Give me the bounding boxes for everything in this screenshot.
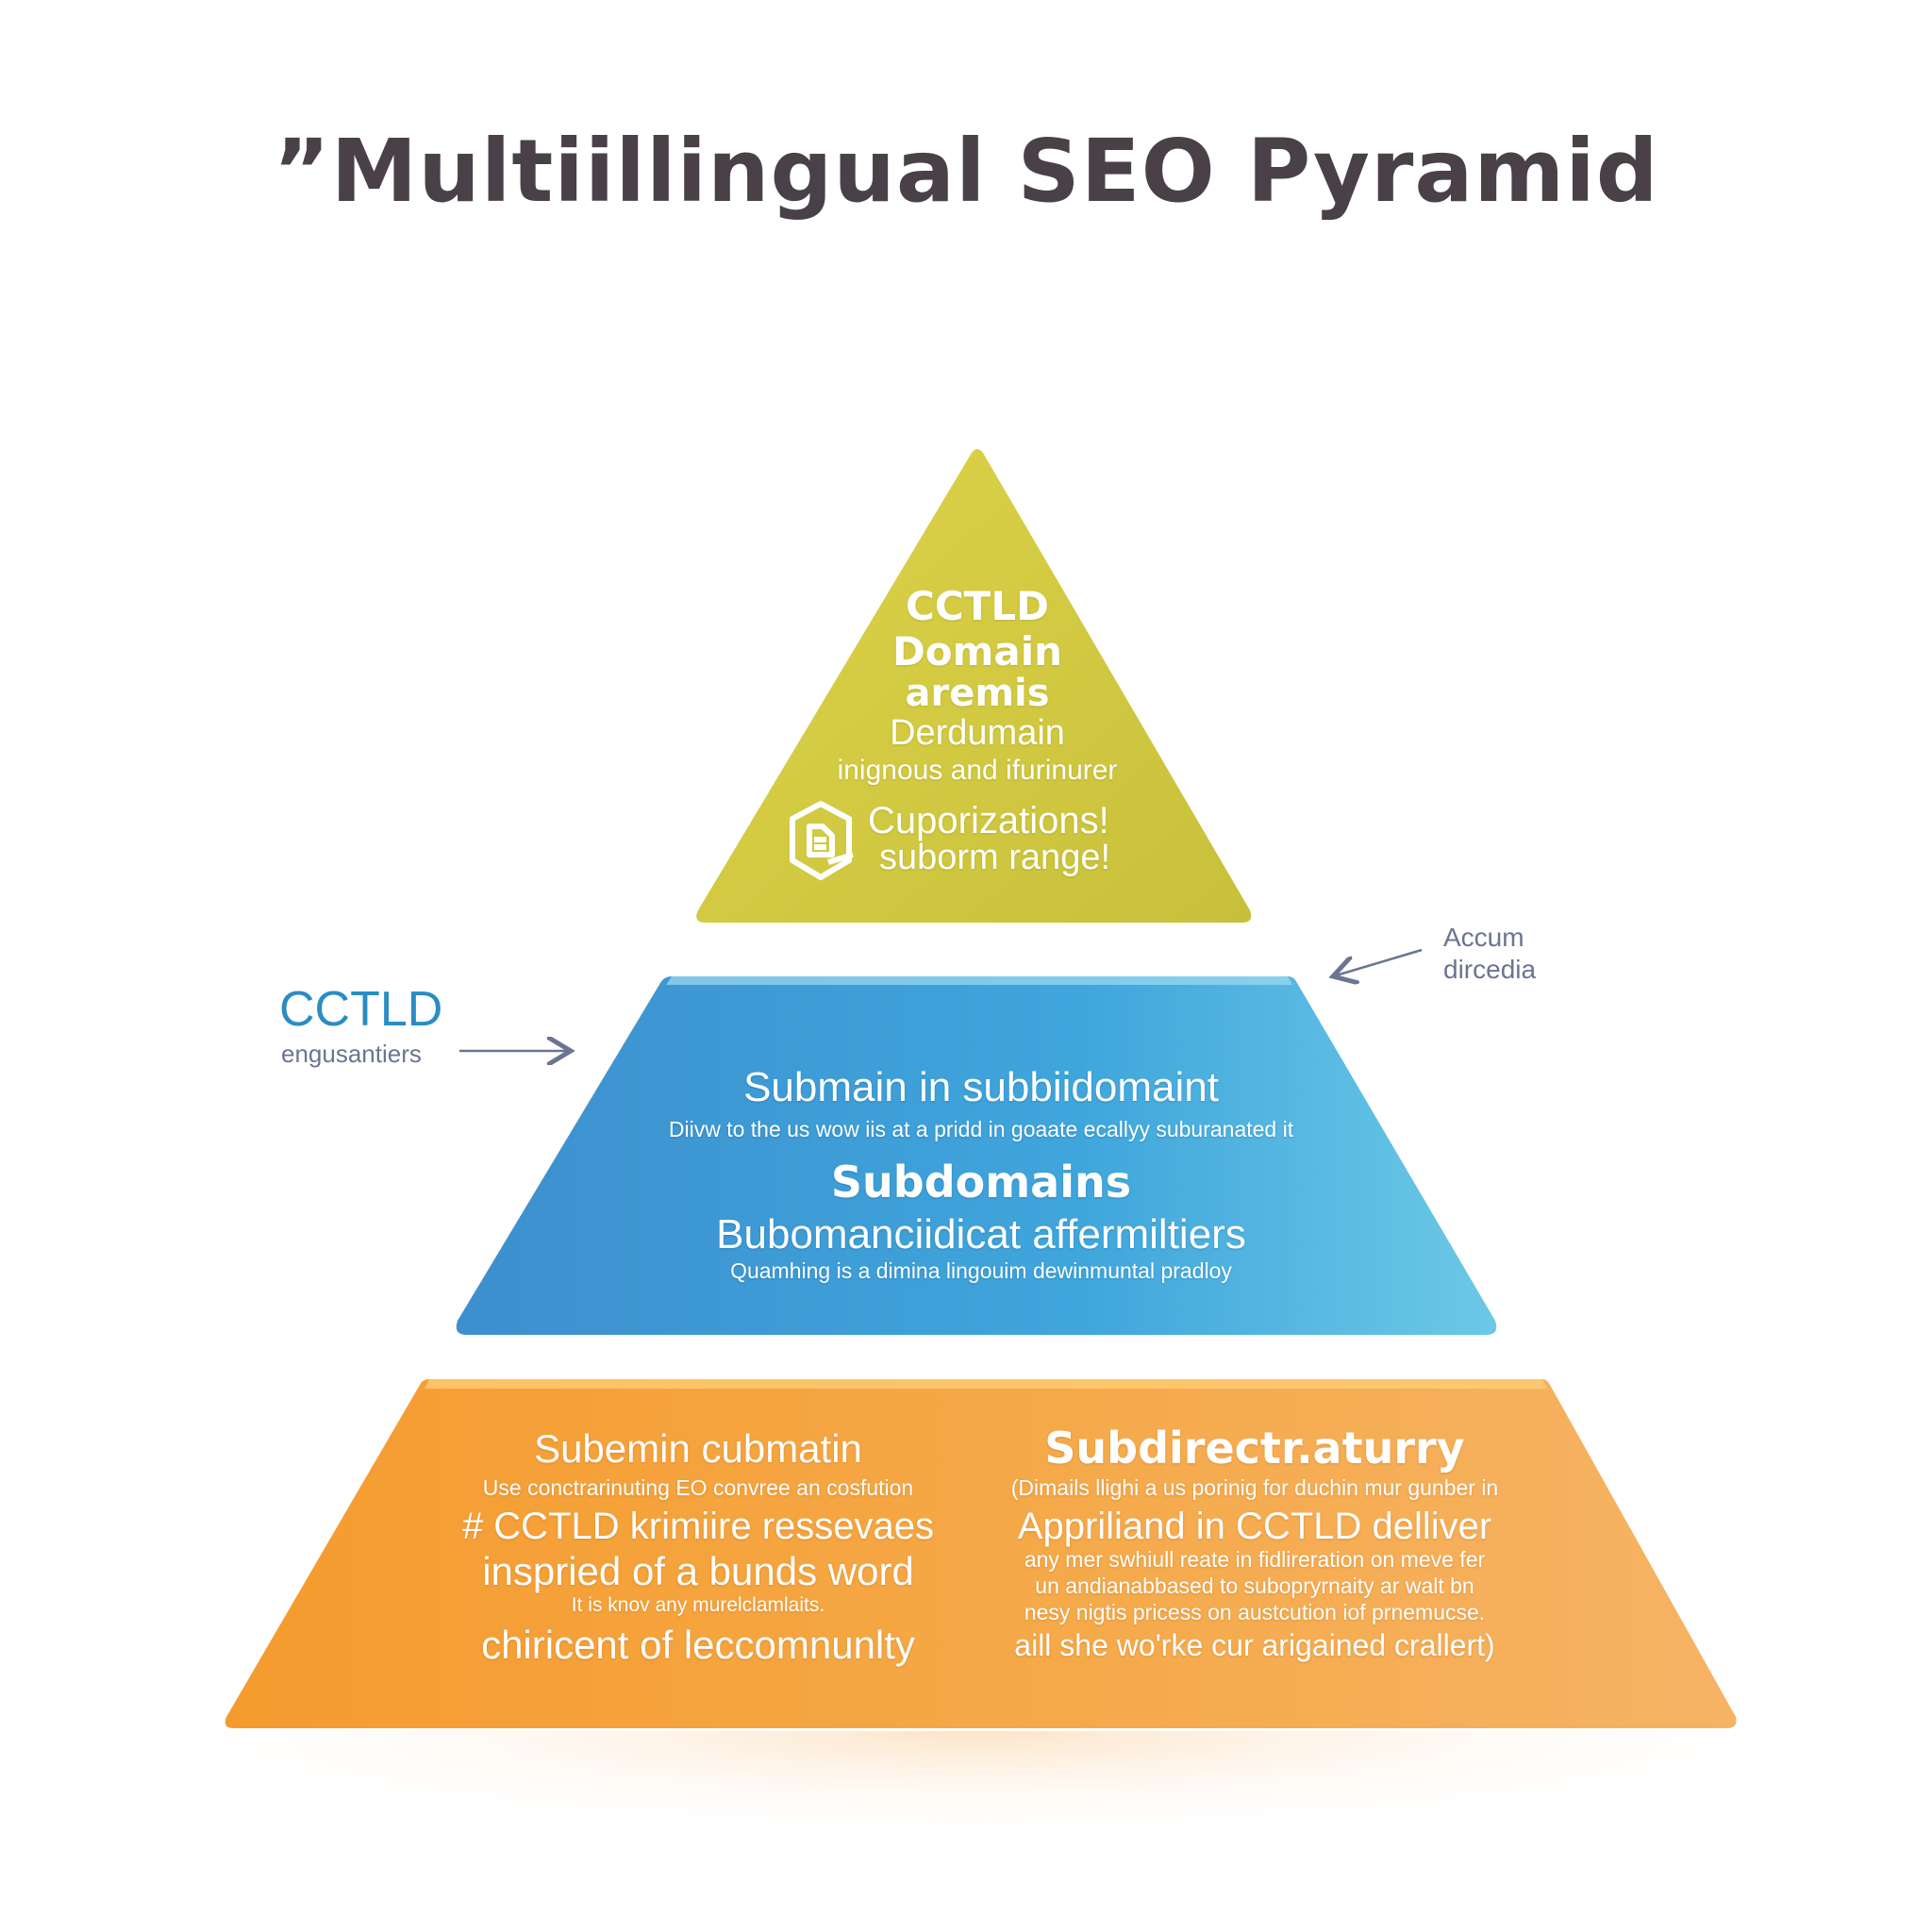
middle-tier-subtitle: Bubomanciidicat affermiltiers (716, 1211, 1246, 1257)
left-callout-subtitle: engusantiers (281, 1040, 422, 1068)
middle-tier-title: Subdomains (830, 1157, 1132, 1208)
bottom-right-line-4: any mer swhiull reate in fidlireration o… (1024, 1547, 1486, 1572)
bottom-right-description: (Dimails llighi a us porinig for duchin … (1010, 1475, 1499, 1500)
base-reflection (217, 1731, 1736, 1920)
right-callout-line-2: dircedia (1443, 955, 1537, 984)
bottom-left-line-5: It is knov any murelclamlaits. (571, 1594, 825, 1616)
top-tier-subtitle: Derdumain (890, 713, 1065, 753)
left-callout-title: CCTLD (279, 982, 443, 1037)
middle-tier-note: Quamhing is a dimina lingouim dewinmunta… (730, 1258, 1232, 1283)
bottom-right-line-6: nesy nigtis pricess on austcution iof pr… (1024, 1600, 1486, 1624)
bottom-left-line-4: inspried of a bunds word (482, 1549, 914, 1593)
top-tier-description: inignous and ifurinurer (837, 755, 1118, 786)
bottom-right-line-5: un andianabbased to subopryrnaity ar wal… (1035, 1574, 1474, 1598)
bottom-left-line-3: # CCTLD krimiire ressevaes (461, 1506, 935, 1547)
bottom-right-line-7: aill she wo'rke cur arigained crallert) (1014, 1628, 1495, 1662)
middle-tier (456, 976, 1497, 1335)
bottom-tier (225, 1379, 1737, 1728)
top-tier (696, 449, 1252, 923)
top-tier-note-1: Cuporizations! (868, 800, 1109, 841)
middle-tier-description: Diivw to the us wow iis at a pridd in go… (668, 1117, 1294, 1141)
top-tier-title-2: Domain (891, 628, 1063, 675)
top-tier-title-1: CCTLD (906, 583, 1049, 629)
top-tier-title-3: aremis (905, 672, 1050, 715)
bottom-left-heading: Subemin cubmatin (534, 1426, 862, 1471)
top-tier-note-2: suborm range! (879, 838, 1111, 877)
bottom-right-title: Subdirectr.aturry (1044, 1423, 1465, 1474)
bottom-left-line-6: chiricent of leccomnunlty (481, 1623, 915, 1667)
bottom-right-line-3: Appriliand in CCTLD delliver (1017, 1506, 1492, 1547)
right-callout-arrow (1333, 948, 1423, 976)
middle-tier-heading: Submain in subbiidomaint (743, 1064, 1219, 1110)
right-callout-line-1: Accum (1443, 923, 1524, 952)
page-title: ”Multiillingual SEO Pyramid (273, 121, 1659, 222)
document-badge-icon (790, 801, 854, 880)
bottom-left-description: Use conctrarinuting EO convree an cosfut… (482, 1475, 914, 1500)
